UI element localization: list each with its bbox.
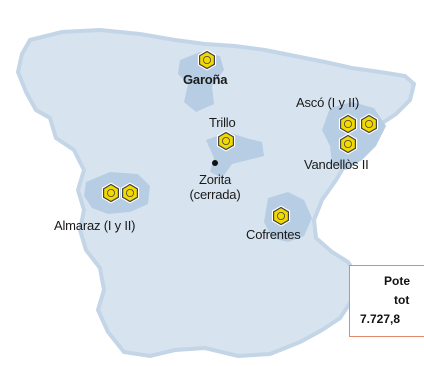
trillo-label: Trillo bbox=[209, 115, 236, 130]
cofrentes-reactor-icon bbox=[273, 206, 289, 226]
zorita-label: Zorita (cerrada) bbox=[176, 172, 254, 202]
asco-reactor-core-icon bbox=[343, 120, 352, 129]
almaraz-reactor-icon bbox=[102, 183, 120, 203]
zorita-label-status: (cerrada) bbox=[189, 187, 241, 202]
vandellos-reactor-core-icon bbox=[343, 139, 352, 148]
trillo-reactor-core-icon bbox=[221, 136, 230, 145]
almaraz-reactor-icon bbox=[121, 183, 138, 203]
vandellos-label: Vandellòs II bbox=[304, 157, 369, 172]
garona-label: Garoña bbox=[183, 72, 228, 87]
power-box-line3: 7.727,8 bbox=[360, 312, 401, 326]
power-box-line1: Pote bbox=[384, 274, 411, 288]
almaraz-reactor-core-icon bbox=[126, 188, 135, 197]
garona-reactor-core-icon bbox=[202, 56, 211, 65]
zorita-label-name: Zorita bbox=[198, 172, 232, 187]
almaraz-label: Almaraz (I y II) bbox=[54, 218, 136, 233]
almaraz-reactor-core-icon bbox=[107, 188, 116, 197]
cofrentes-label: Cofrentes bbox=[246, 227, 301, 242]
asco-reactor-icon bbox=[340, 114, 356, 134]
vandellos-reactor-icon bbox=[340, 134, 356, 154]
asco-reactor-icon bbox=[361, 114, 377, 134]
total-power-box: Pote tot 7.727,8 bbox=[349, 265, 424, 337]
asco-reactor-core-icon bbox=[364, 120, 373, 129]
trillo-reactor-icon bbox=[218, 131, 234, 151]
garona-reactor-icon bbox=[199, 50, 215, 70]
power-box-line2: tot bbox=[394, 293, 410, 307]
cofrentes-reactor-core-icon bbox=[276, 211, 285, 220]
asco-label: Ascó (I y II) bbox=[296, 95, 360, 110]
zorita-closed-dot bbox=[212, 160, 218, 166]
